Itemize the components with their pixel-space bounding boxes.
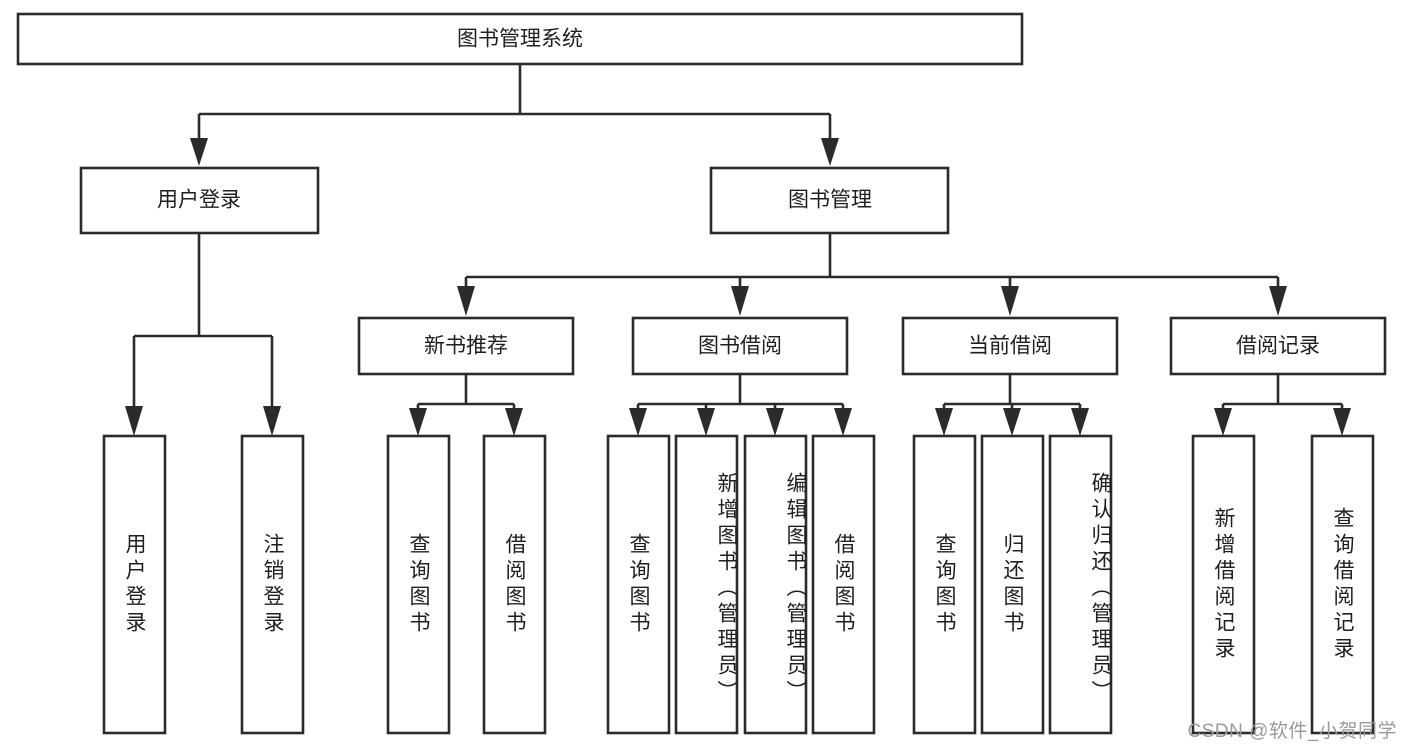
node-book-borrow-box[interactable] bbox=[631, 316, 849, 376]
leaf-box-book-borrow-1[interactable] bbox=[606, 434, 671, 735]
node-root-label: 图书管理系统 bbox=[457, 28, 583, 51]
leaf-box-new-book-1[interactable] bbox=[386, 434, 451, 735]
node-book-borrow-label: 图书借阅 bbox=[698, 335, 782, 358]
arrow-head-leaf-bookborrow-3 bbox=[766, 408, 784, 436]
node-root[interactable]: 图书管理系统 bbox=[16, 12, 1024, 66]
arrow-head-leaf-bookborrow-2 bbox=[697, 408, 715, 436]
arrow-head-leaf-newbook-2 bbox=[505, 408, 523, 436]
leaf-box-current-borrow-2[interactable] bbox=[980, 434, 1045, 735]
node-book-management-box[interactable] bbox=[709, 166, 950, 235]
arrow-head-leaf-currentborrow-3 bbox=[1071, 408, 1089, 436]
arrow-head-bookmgmt bbox=[821, 138, 839, 166]
arrow-head-level3-1 bbox=[457, 286, 475, 316]
node-new-book-recommend-label: 新书推荐 bbox=[424, 335, 508, 358]
arrow-head-userlogin bbox=[190, 138, 208, 166]
node-borrow-record-box[interactable] bbox=[1169, 316, 1387, 376]
arrow-head-leaf-borrowrecord-2 bbox=[1333, 408, 1351, 436]
leaf-box-book-borrow-3[interactable] bbox=[743, 434, 808, 735]
csdn-watermark: CSDN @软件_小贺同学 bbox=[1187, 721, 1397, 742]
node-new-book-recommend[interactable]: 新书推荐 bbox=[357, 316, 575, 376]
node-borrow-record-label: 借阅记录 bbox=[1236, 335, 1320, 358]
arrow-head-level3-2 bbox=[731, 286, 749, 316]
arrow-head-leaf-bookborrow-4 bbox=[834, 408, 852, 436]
leaf-box-borrow-record-1[interactable] bbox=[1191, 434, 1256, 735]
arrow-head-level3-3 bbox=[1001, 286, 1019, 316]
arrow-head-leaf-newbook-1 bbox=[409, 408, 427, 436]
arrow-head-leaf-bookborrow-1 bbox=[629, 408, 647, 436]
leaf-box-borrow-record-2[interactable] bbox=[1310, 434, 1375, 735]
leaf-box-current-borrow-1[interactable] bbox=[912, 434, 977, 735]
node-new-book-recommend-box[interactable] bbox=[357, 316, 575, 376]
node-current-borrow-box[interactable] bbox=[901, 316, 1119, 376]
node-current-borrow[interactable]: 当前借阅 bbox=[901, 316, 1119, 376]
arrow-head-leaf-user-login-1 bbox=[125, 406, 143, 436]
node-current-borrow-label: 当前借阅 bbox=[968, 335, 1052, 358]
node-user-login-label: 用户登录 bbox=[157, 189, 241, 212]
leaf-box-current-borrow-3[interactable] bbox=[1048, 434, 1113, 735]
leaf-box-user-login-2[interactable] bbox=[240, 434, 305, 735]
arrow-head-leaf-borrowrecord-1 bbox=[1214, 408, 1232, 436]
arrow-head-leaf-currentborrow-2 bbox=[1003, 408, 1021, 436]
node-root-box[interactable] bbox=[16, 12, 1024, 66]
node-book-management-label: 图书管理 bbox=[788, 189, 872, 212]
leaf-box-user-login-1[interactable] bbox=[102, 434, 167, 735]
arrow-head-leaf-user-login-2 bbox=[263, 406, 281, 436]
node-book-management[interactable]: 图书管理 bbox=[709, 166, 950, 235]
node-book-borrow[interactable]: 图书借阅 bbox=[631, 316, 849, 376]
leaf-box-book-borrow-2[interactable] bbox=[674, 434, 739, 735]
node-borrow-record[interactable]: 借阅记录 bbox=[1169, 316, 1387, 376]
arrow-head-level3-4 bbox=[1269, 286, 1287, 316]
leaf-box-new-book-2[interactable] bbox=[482, 434, 547, 735]
arrow-head-leaf-currentborrow-1 bbox=[935, 408, 953, 436]
node-user-login[interactable]: 用户登录 bbox=[79, 166, 320, 235]
leaf-box-book-borrow-4[interactable] bbox=[811, 434, 876, 735]
